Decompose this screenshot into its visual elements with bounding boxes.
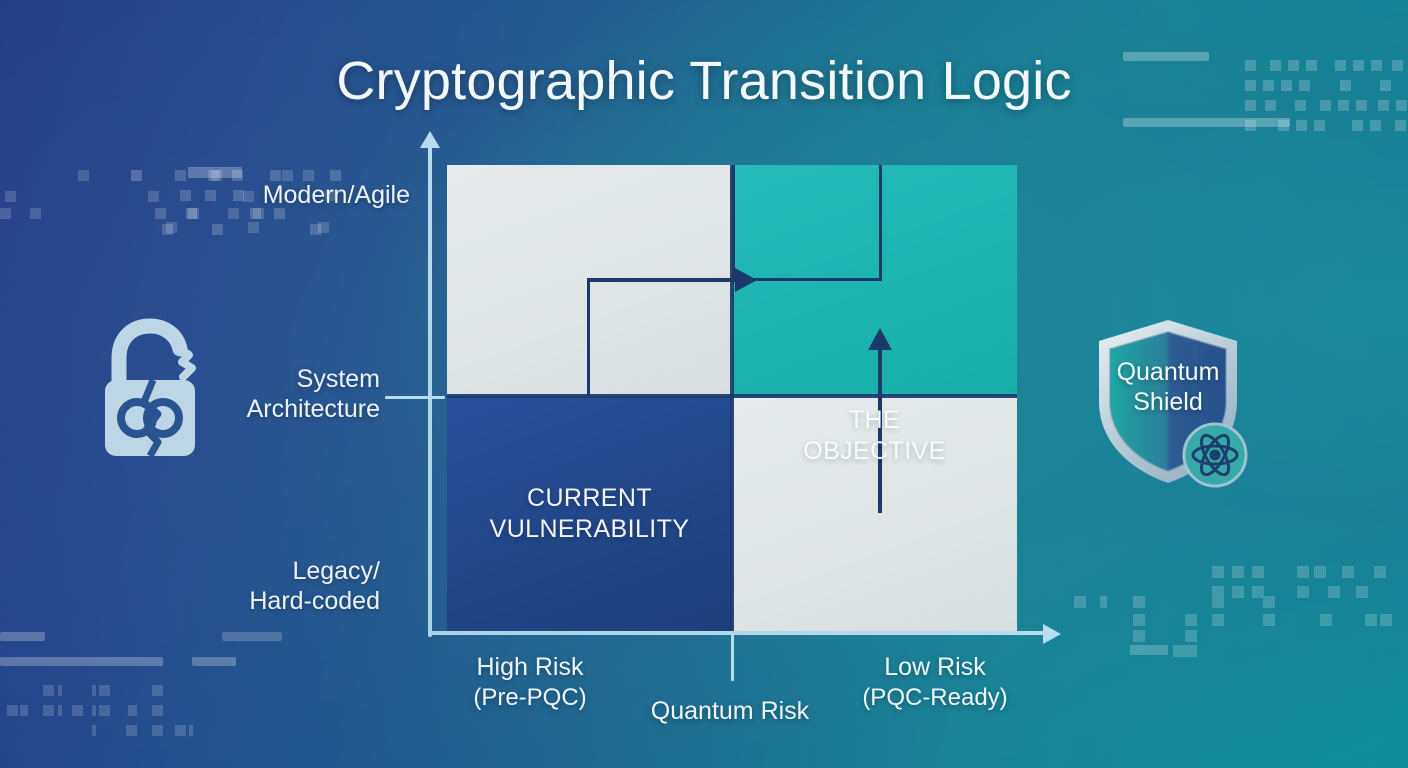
quadrant-matrix: THE OBJECTIVE CURRENT VULNERABILITY: [447, 165, 1017, 631]
page-title: Cryptographic Transition Logic: [336, 51, 1072, 111]
decor-pixels-left: [155, 167, 341, 235]
y-axis-label-legacy-line1: Legacy/: [292, 557, 380, 585]
x-axis-label-high-risk-line1: High Risk: [476, 653, 584, 681]
shield-label: Quantum Shield: [1085, 357, 1251, 417]
quadrant-label-objective-line1: THE: [848, 406, 901, 434]
x-axis-label-low-risk-line1: Low Risk: [884, 653, 986, 681]
decor-bar-bl-3: [192, 657, 236, 666]
x-axis-arrowhead-icon: [1043, 624, 1061, 644]
x-axis-label-high-risk-line2: (Pre-PQC): [473, 683, 587, 711]
decor-bar-tr-2: [1123, 118, 1290, 127]
y-axis-label-modern: Modern/Agile: [262, 181, 410, 209]
broken-padlock-icon: [105, 318, 196, 458]
y-axis-line: [428, 140, 432, 637]
x-axis-title-quantum-risk: Quantum Risk: [650, 697, 810, 725]
decor-pixels-bottom-right: [1074, 566, 1392, 657]
decor-pixels-top-left: [0, 170, 329, 233]
x-axis-label-low-risk-line2: (PQC-Ready): [862, 683, 1008, 711]
quadrant-label-vulnerability-line1: CURRENT: [526, 484, 653, 512]
quadrant-divider-vertical: [730, 165, 734, 631]
y-axis-label-system-line1: System: [296, 365, 380, 393]
quadrant-bottom-left-vulnerability[interactable]: [447, 396, 732, 631]
atom-icon: [1182, 422, 1248, 488]
decor-bar-bl-2: [0, 657, 163, 666]
shield-label-line2: Shield: [1133, 388, 1203, 416]
y-axis-label-system-line2: Architecture: [246, 395, 380, 423]
quadrant-bottom-right[interactable]: [732, 396, 1017, 631]
x-axis-tick: [731, 633, 734, 681]
decor-pixels-bottom-left: [7, 685, 193, 736]
quadrant-label-objective: THE OBJECTIVE: [732, 405, 1017, 466]
x-axis-line: [428, 631, 1046, 635]
decor-bar-tr-1: [1123, 52, 1209, 61]
x-axis-label-low-risk: Low Risk (PQC-Ready): [830, 652, 1040, 712]
decor-pixels-top-right: [1245, 60, 1407, 131]
shield-label-line1: Quantum: [1116, 358, 1220, 386]
decor-bar-bl-1: [0, 632, 45, 641]
quantum-shield-icon: [1099, 320, 1248, 488]
quadrant-label-vulnerability: CURRENT VULNERABILITY: [447, 483, 732, 544]
y-axis-label-system-architecture: System Architecture: [100, 364, 380, 424]
transition-path-lower-corner: [732, 165, 882, 281]
quadrant-label-objective-line2: OBJECTIVE: [803, 436, 946, 465]
quadrant-divider-horizontal: [447, 394, 1017, 398]
x-axis-label-high-risk: High Risk (Pre-PQC): [420, 652, 640, 712]
y-axis-arrowhead-icon: [420, 131, 440, 148]
y-axis-label-legacy: Legacy/ Hard-coded: [100, 556, 380, 616]
transition-path-upper-corner: [587, 278, 739, 396]
decor-bar-bl-4: [222, 632, 282, 641]
quadrant-label-vulnerability-line2: VULNERABILITY: [489, 514, 690, 543]
y-axis-label-legacy-line2: Hard-coded: [249, 587, 380, 615]
y-axis-tick: [385, 396, 445, 399]
